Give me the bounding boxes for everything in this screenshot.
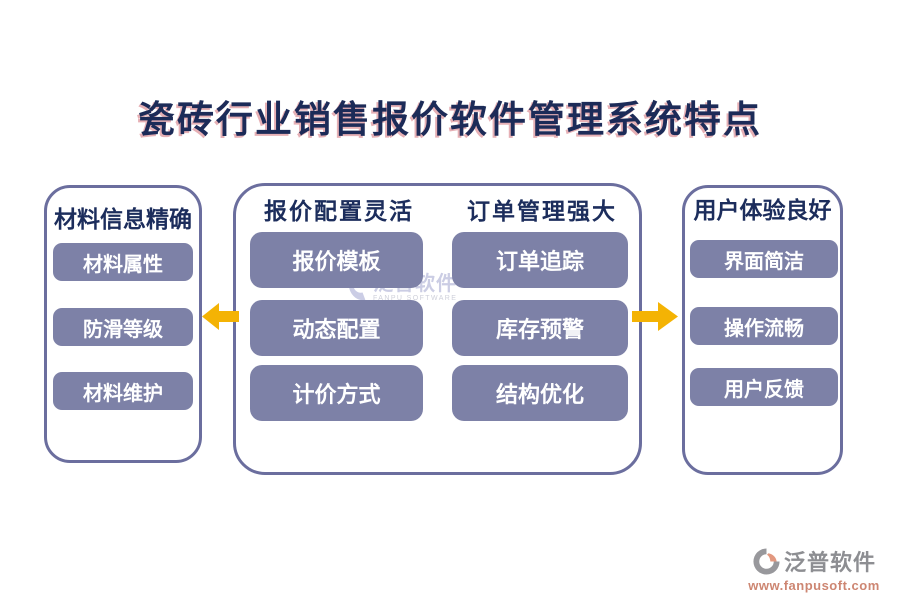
arrow-left-icon [202, 303, 239, 330]
feature-pill-user-feedback: 用户反馈 [690, 368, 838, 406]
footer-brand: 泛普软件 www.fanpusoft.com [741, 545, 887, 593]
feature-pill-smooth-ops: 操作流畅 [690, 307, 838, 345]
panel-material-info: 材料信息精确 材料属性 防滑等级 材料维护 [44, 185, 202, 463]
panel-header-quote-config: 报价配置灵活 [264, 198, 414, 224]
feature-pill-pricing-method: 计价方式 [250, 365, 423, 421]
watermark-subtitle-text: FANPU SOFTWARE [373, 294, 458, 302]
footer-brand-text: 泛普软件 [783, 550, 876, 575]
footer-url-text: www.fanpusoft.com [748, 578, 880, 593]
feature-pill-stock-alert: 库存预警 [452, 300, 628, 356]
feature-pill-material-maint: 材料维护 [53, 372, 193, 410]
page-title: 瓷砖行业销售报价软件管理系统特点 [138, 99, 762, 140]
feature-pill-antislip-grade: 防滑等级 [53, 308, 193, 346]
feature-pill-quote-template: 报价模板 [250, 232, 423, 288]
panel-user-experience: 用户体验良好 界面简洁 操作流畅 用户反馈 [682, 185, 843, 475]
feature-pill-clean-ui: 界面简洁 [690, 240, 838, 278]
feature-pill-material-attr: 材料属性 [53, 243, 193, 281]
feature-pill-structure-optim: 结构优化 [452, 365, 628, 421]
panel-quote-and-order: 报价配置灵活 订单管理强大 报价模板 动态配置 计价方式 订单追踪 库存预警 结… [233, 183, 642, 475]
panel-header-user-exp: 用户体验良好 [693, 197, 832, 223]
feature-pill-dynamic-config: 动态配置 [250, 300, 423, 356]
arrow-right-icon [632, 302, 678, 331]
feature-pill-order-tracking: 订单追踪 [452, 232, 628, 288]
footer-logo-icon [753, 547, 780, 575]
panel-header-order-mgmt: 订单管理强大 [467, 198, 617, 224]
panel-header-material: 材料信息精确 [54, 206, 192, 232]
